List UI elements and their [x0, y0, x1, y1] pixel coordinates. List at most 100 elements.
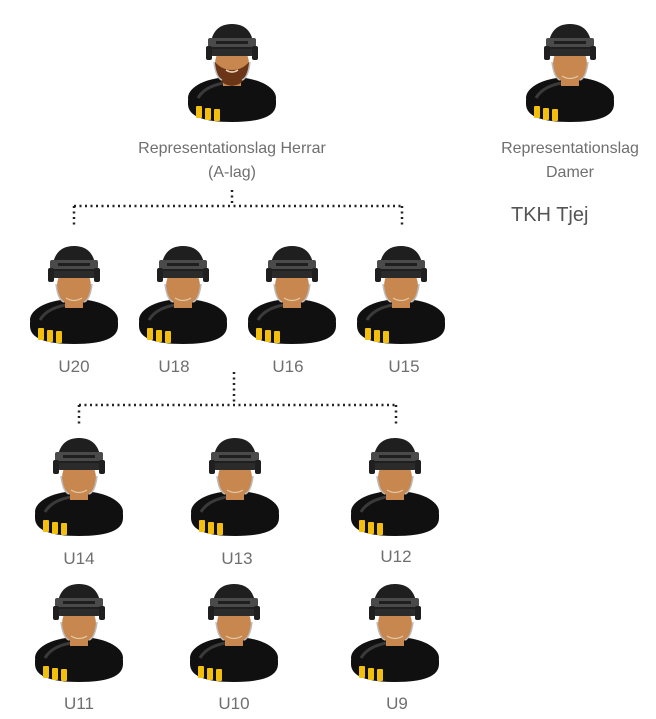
node-herrar-label: Representationslag Herrar (A-lag) [138, 137, 326, 185]
chin-strap [382, 283, 420, 303]
helmet-slot [218, 601, 250, 604]
chin-strap [164, 283, 202, 303]
mouth [386, 635, 404, 640]
node-u13-label: U13 [221, 549, 253, 568]
helmet-slot [167, 263, 199, 266]
mouth [283, 297, 301, 302]
visor [271, 271, 313, 278]
mouth [225, 69, 239, 73]
ear-guard-right [99, 606, 105, 620]
helmet-slot [385, 263, 417, 266]
player-icon-u14 [35, 438, 123, 536]
ear-guard-right [312, 268, 318, 282]
node-u18-label: U18 [158, 357, 190, 376]
ear-guard-right [203, 268, 209, 282]
mouth [561, 75, 579, 80]
visor [374, 609, 416, 616]
mouth [70, 489, 88, 494]
ear-guard-left [157, 268, 163, 282]
puck-stripe-1 [147, 328, 153, 340]
player-icon-u18 [139, 246, 227, 344]
puck-stripe-1 [359, 666, 365, 678]
helmet-slot [276, 263, 308, 266]
puck-stripe-1 [43, 520, 49, 532]
ear-guard-left [369, 606, 375, 620]
visor [213, 609, 255, 616]
ear-guard-right [415, 460, 421, 474]
helmet-slot [379, 455, 411, 458]
player-icon-u15 [357, 246, 445, 344]
node-u14-label: U14 [63, 549, 95, 568]
puck-stripe-3 [56, 331, 62, 343]
mouth [70, 635, 88, 640]
ear-guard-left [266, 268, 272, 282]
node-u20-label: U20 [58, 357, 90, 376]
player-icons [30, 24, 614, 682]
player-icon-u16 [248, 246, 336, 344]
puck-stripe-3 [217, 523, 223, 535]
ear-guard-left [544, 46, 550, 60]
puck-stripe-2 [208, 522, 214, 534]
visor [380, 271, 422, 278]
mouth [174, 297, 192, 302]
herrar-label-line2: (A-lag) [207, 164, 256, 181]
puck-stripe-3 [61, 669, 67, 681]
visor [162, 271, 204, 278]
mouth [225, 635, 243, 640]
puck-stripe-3 [377, 669, 383, 681]
puck-stripe-2 [207, 668, 213, 680]
damer-label-line1: Representationslag [501, 140, 639, 157]
puck-stripe-1 [534, 106, 540, 118]
tkh-tjej-label: TKH Tjej [511, 204, 589, 226]
node-damer-label: Representationslag Damer [501, 137, 639, 185]
helmet-slot [216, 41, 248, 44]
chin-strap [273, 283, 311, 303]
puck-stripe-2 [52, 668, 58, 680]
mouth [226, 489, 244, 494]
player-icon-u12 [351, 438, 439, 536]
node-u11-label: U11 [64, 694, 94, 713]
player-icon-u20 [30, 246, 118, 344]
node-u12-label: U12 [380, 547, 412, 566]
ear-guard-right [421, 268, 427, 282]
ear-guard-left [53, 606, 59, 620]
helmet-slot [58, 263, 90, 266]
puck-stripe-3 [214, 109, 220, 121]
ear-guard-right [590, 46, 596, 60]
chin-strap [55, 283, 93, 303]
puck-stripe-2 [205, 108, 211, 120]
player-icon-u13 [191, 438, 279, 536]
visor [211, 49, 253, 56]
chin-strap [213, 61, 251, 81]
visor [58, 609, 100, 616]
puck-stripe-1 [198, 666, 204, 678]
helmet-slot [63, 455, 95, 458]
node-u10-label: U10 [218, 694, 250, 713]
ear-guard-left [375, 268, 381, 282]
chin-strap [215, 621, 253, 641]
puck-stripe-2 [265, 330, 271, 342]
player-icon-u11 [35, 584, 123, 682]
puck-stripe-3 [165, 331, 171, 343]
puck-stripe-3 [552, 109, 558, 121]
chin-strap [60, 621, 98, 641]
ear-guard-left [369, 460, 375, 474]
puck-stripe-3 [383, 331, 389, 343]
player-icon-u10 [190, 584, 278, 682]
visor [374, 463, 416, 470]
helmet-slot [379, 601, 411, 604]
puck-stripe-2 [368, 668, 374, 680]
helmet-slot [63, 601, 95, 604]
visor [549, 49, 591, 56]
chin-strap [216, 475, 254, 495]
player-icon-u9 [351, 584, 439, 682]
chin-strap [551, 61, 589, 81]
connector-juniors-to-youth [77, 372, 398, 424]
ear-guard-right [415, 606, 421, 620]
herrar-label-line1: Representationslag Herrar [138, 140, 326, 157]
ear-guard-left [209, 460, 215, 474]
ear-guard-right [252, 46, 258, 60]
node-u15-label: U15 [388, 357, 420, 376]
mouth [386, 489, 404, 494]
